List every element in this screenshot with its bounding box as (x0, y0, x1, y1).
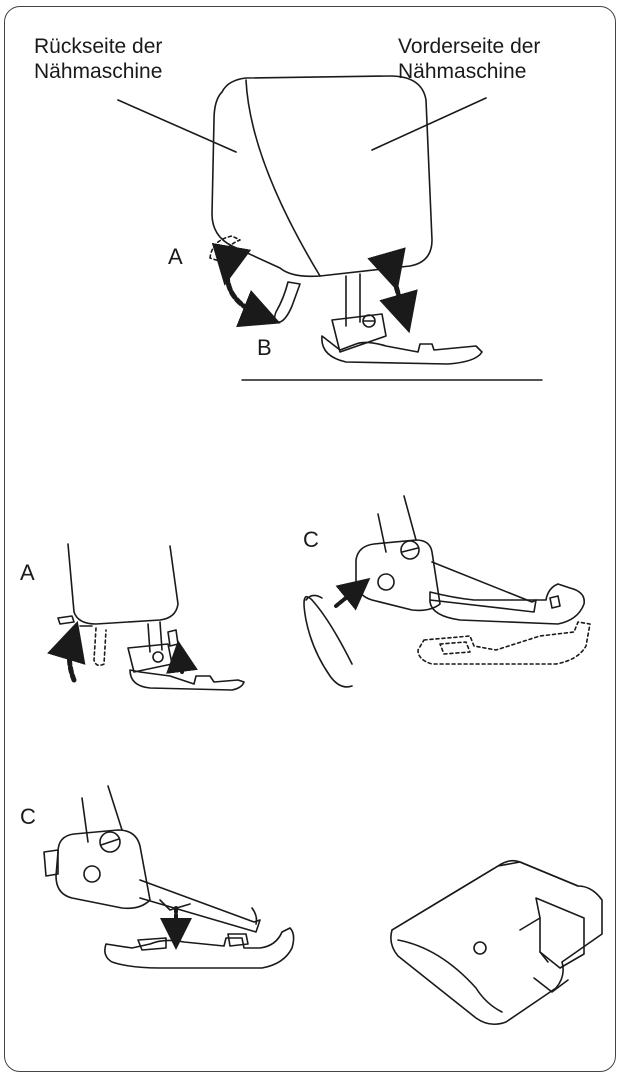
closeup-body (390, 859, 603, 1026)
finger-nail (305, 594, 323, 601)
machine-head-illustration (117, 75, 543, 381)
bottom-ankle-body (55, 829, 151, 910)
closeup-pin-hole (473, 941, 487, 955)
label-c-middle: C (303, 527, 319, 552)
finger (303, 595, 353, 688)
foot-closeup-illustration (390, 859, 603, 1026)
machine-head-edge (245, 79, 321, 277)
bottom-ankle-toe (251, 907, 258, 925)
bottom-ankle-arm (139, 879, 261, 933)
presser-foot-vertical-arrow (367, 247, 418, 334)
front-leader-line (371, 97, 487, 151)
press-arrow (334, 577, 371, 611)
lever-raised-dashed (209, 235, 241, 263)
back-leader-line (117, 99, 237, 153)
closeup-slot (535, 897, 585, 969)
front-label-line1: Vorderseite der (398, 35, 541, 58)
small-foot (129, 669, 245, 691)
back-of-machine-label: Rückseite der Nähmaschine (34, 34, 162, 84)
machine-head-body (211, 75, 433, 278)
ankle-body (355, 539, 441, 612)
release-button-illustration (303, 495, 591, 688)
small-head-body (67, 543, 179, 625)
ankle-screw (400, 540, 420, 560)
front-of-machine-label: Vorderseite der Nähmaschine (398, 34, 540, 84)
shank-top-bars (377, 495, 417, 553)
small-shank (127, 643, 173, 673)
loose-foot (104, 927, 295, 969)
front-label-line2: Nähmaschine (398, 60, 527, 84)
small-presser-bar (147, 621, 163, 653)
raise-lever-illustration (47, 543, 245, 691)
shank-screw (362, 314, 376, 328)
label-a-middle: A (20, 560, 35, 585)
back-label-line2: Nähmaschine (34, 60, 163, 84)
foot-shank (331, 313, 387, 353)
presser-foot-sole (321, 335, 483, 365)
lever-curved-arrow (211, 242, 281, 328)
ankle-pin (159, 899, 191, 911)
closeup-front-edge (397, 939, 503, 1013)
foot-pin-slot (137, 937, 167, 951)
presser-lever (273, 281, 301, 323)
closeup-top-face (391, 861, 579, 931)
back-label-line1: Rückseite der (34, 35, 163, 58)
label-c-bottom: C (20, 804, 36, 829)
label-b-top: B (257, 335, 272, 360)
released-foot-dashed (417, 621, 591, 665)
attach-foot-illustration (43, 785, 295, 969)
bottom-release-button (83, 865, 101, 883)
small-lever-dashed (93, 627, 107, 667)
small-lever-arrow (47, 620, 86, 683)
instruction-panel-frame (4, 6, 616, 1072)
label-a-top: A (168, 244, 183, 269)
small-lever (57, 615, 75, 625)
small-up-arrow (166, 640, 198, 674)
foot-sole-attached (429, 583, 586, 625)
release-button (377, 573, 395, 591)
ankle-arm (429, 561, 537, 613)
